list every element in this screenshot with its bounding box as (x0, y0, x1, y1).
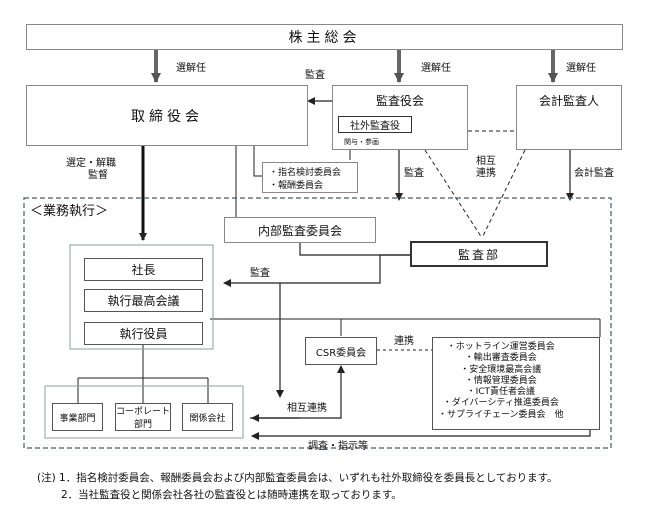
involve-label: 関与・参画 (344, 138, 379, 146)
board-of-directors-box: 取締役会 (26, 85, 308, 146)
committee-list: ・ホットライン運営委員会 ・輸出審査委員会 ・安全環境最高会議 ・情報管理委員会… (438, 342, 564, 421)
committee-list-item: ・安全環境最高会議 (460, 364, 542, 375)
shareholders-meeting-box: 株主総会 (26, 24, 623, 50)
internal-audit-committee-box: 内部監査委員会 (224, 217, 376, 243)
audit-left-arrow (223, 254, 410, 287)
mutual-line1: 相互 (476, 156, 496, 167)
committee-list-item: ・ダイバーシティ推進委員会 (442, 398, 559, 409)
outside-auditor-box: 社外監査役 (338, 116, 412, 133)
committee-list-item: ・ICT責任者会議 (466, 387, 535, 398)
mutual-dash-left (424, 149, 483, 239)
corporate-division-box: コーポレート 部門 (115, 403, 171, 431)
accounting-audit-label: 会計監査 (574, 168, 614, 179)
executive-meeting-box: 執行最高会議 (84, 289, 203, 312)
elect-label-auditors: 選解任 (421, 63, 451, 74)
committee-list-item: ・ホットライン運営委員会 (446, 342, 555, 352)
footnotes: (注) 1．指名検討委員会、報酬委員会および内部監査委員会は、いずれも社外取締役… (37, 470, 558, 504)
execution-frame (23, 197, 612, 449)
footnote-2: 2．当社監査役と関係会社各社の監査役とは随時連携を取っております。 (61, 489, 402, 501)
audit-down-label: 監査 (404, 168, 424, 179)
business-division-box: 事業部門 (52, 403, 103, 431)
iac-auditdept-line (299, 243, 410, 256)
audit-label-board: 監査 (305, 70, 325, 81)
executive-officers-box: 執行役員 (84, 322, 203, 345)
president-box: 社長 (84, 258, 203, 281)
accounting-auditor-box: 会計監査人 (516, 85, 622, 150)
committee-compensation: ・報酬委員会 (269, 180, 324, 191)
survey-arrow (251, 430, 591, 440)
elect-label-accounting: 選解任 (566, 63, 596, 74)
footnote-1: (注) 1．指名検討委員会、報酬委員会および内部監査委員会は、いずれも社外取締役… (37, 472, 558, 484)
mutual-liaison-label: 相互連携 (287, 403, 327, 414)
corporate-division-line1: コーポレート (116, 407, 171, 417)
committees-box: ・指名検討委員会 ・報酬委員会 (262, 162, 358, 193)
audit-department-box: 監査部 (410, 241, 548, 267)
elect-label-board: 選解任 (176, 63, 206, 74)
liaison-label: 連携 (394, 336, 414, 347)
committee-nomination: ・指名検討委員会 (269, 167, 342, 178)
committee-list-item: ・サプライチェーン委員会 他 (438, 409, 564, 420)
csr-committee-box: CSR委員会 (305, 337, 377, 365)
committee-list-box: ・ホットライン運営委員会 ・輸出審査委員会 ・安全環境最高会議 ・情報管理委員会… (432, 337, 600, 430)
affiliates-box: 関係会社 (182, 403, 233, 431)
select-dismiss-line2: 監督 (88, 169, 108, 181)
mutual-line2: 連携 (476, 167, 496, 179)
committee-list-item: ・輸出審査委員会 (464, 353, 537, 364)
survey-instruction-label: 調査・指示等 (308, 441, 368, 452)
mutual-dash-right (481, 149, 526, 239)
division-group-frame (44, 385, 244, 439)
board-committees-line (253, 146, 262, 177)
mutual-label: 相互 連携 (476, 156, 496, 179)
corporate-division-line2: 部門 (133, 420, 152, 430)
business-execution-label: ＜業務執行＞ (30, 204, 109, 219)
exec-group-frame (69, 244, 214, 350)
audit-left-label: 監査 (250, 268, 270, 279)
committee-list-item: ・情報管理委員会 (464, 375, 537, 386)
select-dismiss-line1: 選定・解職 (66, 158, 116, 169)
select-dismiss-label: 選定・解職 監督 (66, 158, 116, 181)
